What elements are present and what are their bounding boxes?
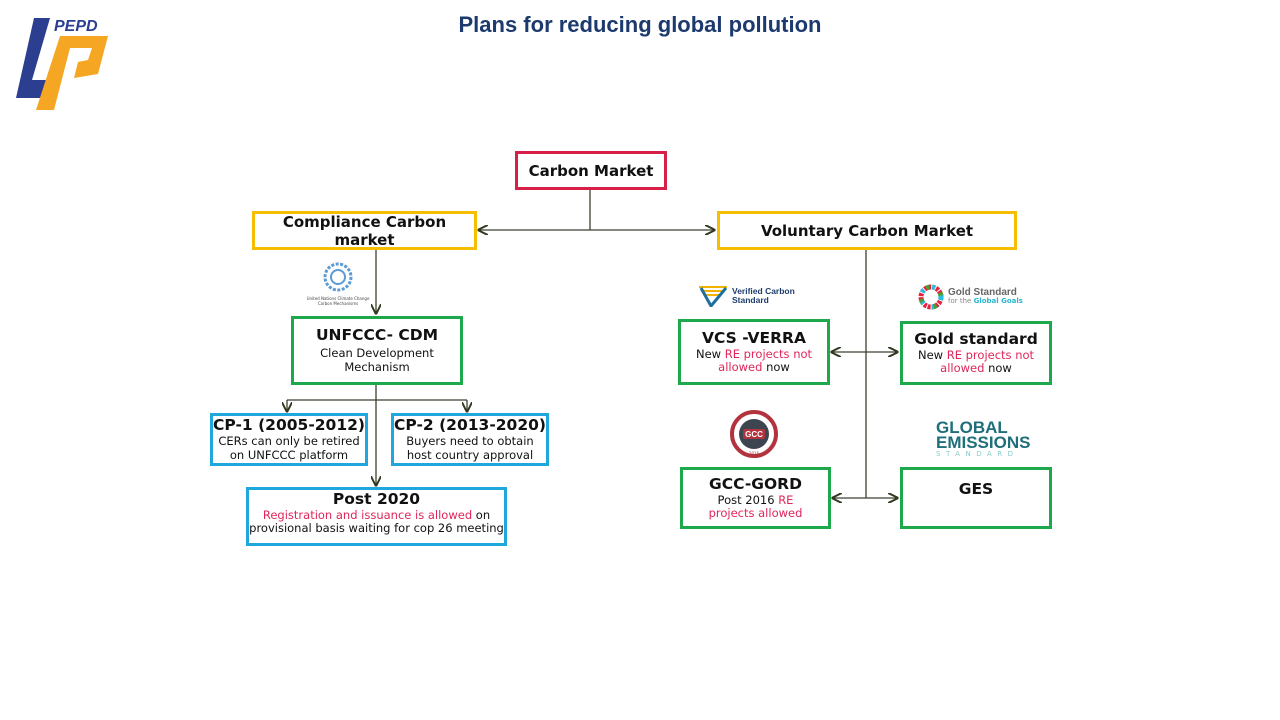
node-title: Post 2020 [332, 490, 421, 508]
vcs-logo-text: Verified Carbon Standard [732, 286, 795, 305]
node-cp2: CP-2 (2013-2020) Buyers need to obtain h… [391, 413, 549, 466]
node-title: GCC-GORD [709, 474, 802, 493]
highlight-text: RE projects not allowed [940, 347, 1035, 376]
node-compliance-market: Compliance Carbon market [252, 211, 477, 250]
node-subtitle: Clean Development Mechanism [320, 346, 434, 374]
text: Post 2016 [717, 492, 779, 507]
verified-carbon-standard-logo: Verified Carbon Standard [698, 284, 818, 308]
node-post-2020: Post 2020 Registration and issuance is a… [246, 487, 507, 546]
gcc-logo: GCC 2016 [730, 410, 778, 458]
ges-logo-line3: STANDARD [936, 450, 1019, 458]
node-label: Compliance Carbon market [282, 212, 447, 249]
highlight-text: Registration and issuance is allowed [262, 507, 473, 522]
node-label: Voluntary Carbon Market [760, 221, 974, 240]
node-unfccc-cdm: UNFCCC- CDM Clean Development Mechanism [291, 316, 463, 385]
node-voluntary-market: Voluntary Carbon Market [717, 211, 1017, 250]
node-cp1: CP-1 (2005-2012) CERs can only be retire… [210, 413, 368, 466]
node-title: CP-2 (2013-2020) [394, 416, 546, 435]
text: Global Goals [973, 297, 1023, 305]
un-emblem-icon [323, 262, 353, 292]
highlight-text: RE projects allowed [708, 492, 803, 521]
node-title: UNFCCC- CDM [315, 326, 439, 345]
ges-logo-line1: GLOBAL [936, 418, 1008, 437]
global-emissions-standard-logo: GLOBAL EMISSIONS STANDARD [936, 418, 1036, 462]
text: for the [948, 297, 974, 305]
page-title: Plans for reducing global pollution [458, 12, 822, 37]
node-subtitle: on provisional basis waiting for cop 26 … [249, 507, 504, 536]
gold-logo-title: Gold Standard [948, 287, 1017, 298]
node-ges: GES [900, 467, 1052, 529]
node-subtitle: Buyers need to obtain host country appro… [406, 434, 534, 462]
ges-logo-line2: EMISSIONS [936, 433, 1031, 452]
gcc-logo-year: 2016 [749, 451, 760, 456]
node-title: VCS -VERRA [702, 328, 806, 347]
node-subtitle: CERs can only be retired on UNFCCC platf… [218, 434, 360, 462]
text: now [984, 361, 1012, 376]
node-gcc-gord: GCC-GORD Post 2016 RE projects allowed [680, 467, 831, 529]
highlight-text: RE projects not allowed [718, 346, 813, 375]
gcc-logo-text: GCC [745, 430, 763, 439]
node-gold-standard: Gold standard New RE projects not allowe… [900, 321, 1052, 385]
pepd-logo: PEPD [14, 14, 114, 114]
node-carbon-market: Carbon Market [515, 151, 667, 190]
un-logo-text: United Nations Climate Change Carbon Mec… [306, 296, 370, 306]
node-label: Carbon Market [528, 161, 654, 180]
text: New [695, 346, 725, 361]
vcs-check-icon [699, 286, 728, 307]
logo-text: PEPD [54, 18, 98, 35]
un-logo: United Nations Climate Change Carbon Mec… [306, 262, 370, 306]
node-title: CP-1 (2005-2012) [213, 416, 365, 435]
node-vcs-verra: VCS -VERRA New RE projects not allowed n… [678, 319, 830, 385]
gold-standard-logo: Gold Standard for the Global Goals [918, 283, 1038, 311]
text: New [917, 347, 947, 362]
node-title: GES [958, 480, 994, 498]
text: now [762, 360, 790, 375]
node-title: Gold standard [914, 329, 1038, 348]
sdg-wheel-icon [918, 284, 944, 310]
